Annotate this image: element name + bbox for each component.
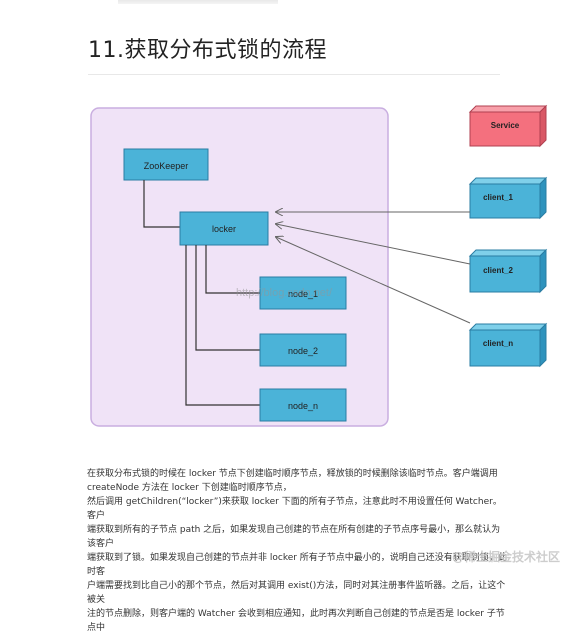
description-line-3: 然后调用 getChildren(“locker”)来获取 locker 下面的…	[87, 497, 502, 521]
diagram-watermark: http://blog.csdn.net/	[236, 287, 333, 299]
client2-box	[468, 248, 548, 294]
heading-divider	[88, 74, 500, 75]
description-paragraph: 在获取分布式锁的时候在 locker 节点下创建临时顺序节点，释放锁的时候删除该…	[87, 467, 507, 635]
clientn-box	[468, 322, 548, 368]
locker-box	[179, 211, 269, 246]
zookeeper-box	[123, 148, 209, 181]
locker-noden-edge	[185, 245, 260, 406]
client1-box	[468, 176, 548, 220]
locker-node2-edge	[195, 245, 260, 351]
locker-node1-edge	[205, 245, 260, 294]
node1-label: node_1	[288, 289, 318, 299]
client2-label: client_2	[483, 266, 513, 275]
clientn-locker-arrow	[276, 237, 471, 324]
node2-box	[259, 333, 347, 367]
previous-content-fragment	[118, 0, 278, 4]
zookeeper-label: ZooKeeper	[144, 161, 189, 171]
distributed-lock-diagram: ZooKeeper locker node_1 node_2 node_n Se…	[90, 104, 548, 427]
service-box	[468, 104, 548, 148]
section-heading: 11.获取分布式锁的流程	[88, 38, 327, 63]
site-watermark: @稀土掘金技术社区	[452, 550, 561, 564]
description-line-1: 在获取分布式锁的时候在 locker 节点下创建临时顺序节点，释放锁的时候删除该…	[87, 469, 498, 479]
description-line-7: 注的节点删除，则客户端的 Watcher 会收到相应通知，此时再次判断自己创建的…	[87, 609, 505, 633]
service-label: Service	[491, 121, 520, 130]
noden-box	[259, 388, 347, 422]
noden-label: node_n	[288, 401, 318, 411]
client1-label: client_1	[483, 193, 513, 202]
zookeeper-locker-edge	[143, 180, 180, 228]
description-line-6: 户端需要找到比自己小的那个节点，然后对其调用 exist()方法，同时对其注册事…	[87, 581, 506, 605]
node1-box	[259, 276, 347, 310]
locker-label: locker	[212, 224, 236, 234]
client2-locker-arrow	[276, 224, 471, 265]
description-line-5: 端获取到了锁。如果发现自己创建的节点并非 locker 所有子节点中最小的，说明…	[87, 553, 507, 577]
node2-label: node_2	[288, 346, 318, 356]
description-line-2: createNode 方法在 locker 下创建临时顺序节点，	[87, 483, 292, 493]
clientn-label: client_n	[483, 339, 513, 348]
description-line-4: 端获取到所有的子节点 path 之后，如果发现自己创建的节点在所有创建的子节点序…	[87, 525, 501, 549]
